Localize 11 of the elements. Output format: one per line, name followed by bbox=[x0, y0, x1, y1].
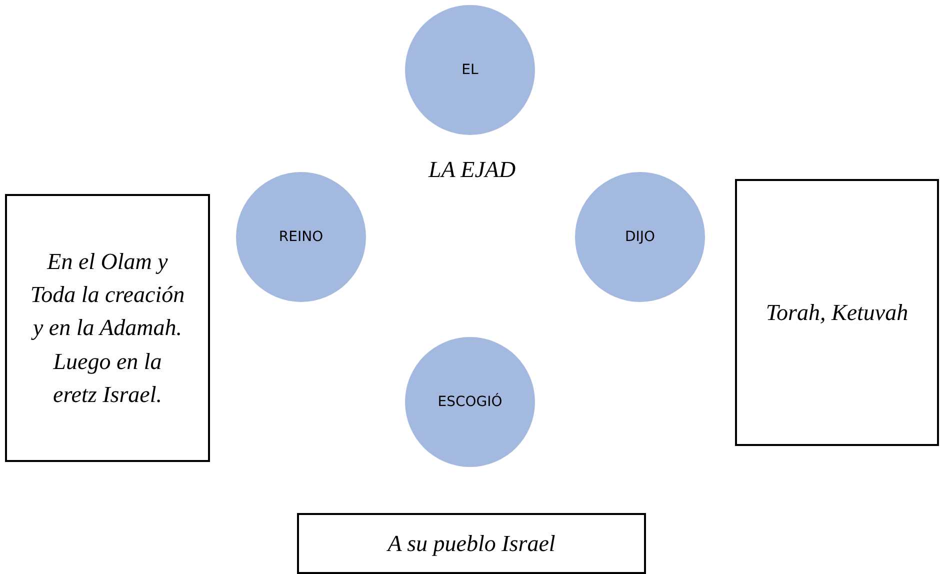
box-text: Torah, Ketuvah bbox=[766, 298, 908, 327]
center-heading: LA EJAD bbox=[428, 157, 516, 183]
node-label: DIJO bbox=[624, 229, 656, 245]
box-text: A su pueblo Israel bbox=[388, 530, 556, 558]
text-box bbox=[297, 513, 646, 574]
node-label: ESCOGIÓ bbox=[438, 394, 502, 410]
node-label: EL bbox=[462, 62, 478, 78]
text-box bbox=[5, 194, 210, 462]
text-box bbox=[735, 179, 939, 446]
node-label: REINO bbox=[278, 229, 324, 245]
box-text: En el Olam y Toda la creación y en la Adamah. Luego en la eretz Israel. bbox=[29, 248, 186, 410]
